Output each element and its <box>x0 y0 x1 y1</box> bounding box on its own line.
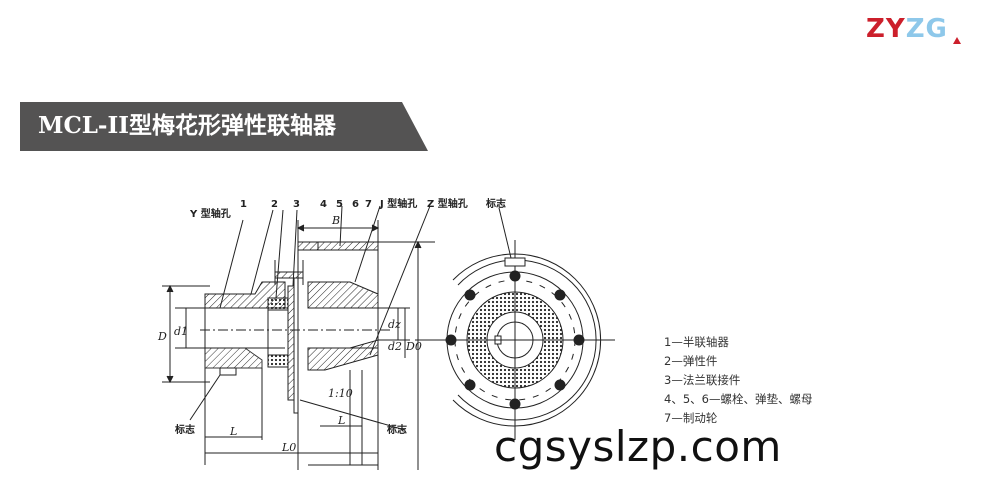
watermark-text: cgsyslzp.com <box>494 422 782 471</box>
label-mark-right: 标志 <box>386 423 407 436</box>
legend-item: 2—弹性件 <box>664 354 718 368</box>
brand-logo: ZYZG <box>866 14 961 44</box>
label-mark-top: 标志 <box>485 197 506 210</box>
title-banner: MCL-II型梅花形弹性联轴器 <box>20 102 428 151</box>
label-mark-left: 标志 <box>174 423 195 436</box>
label-part-1: 1 <box>240 199 247 210</box>
parts-legend: 1—半联轴器 2—弹性件 3—法兰联接件 4、5、6—螺栓、弹垫、螺母 7—制动… <box>664 333 812 428</box>
label-j-bore: J 型轴孔 <box>379 197 417 210</box>
logo-text-primary: ZY <box>866 14 906 44</box>
legend-item: 7—制动轮 <box>664 411 718 425</box>
label-part-4: 4 <box>320 199 327 210</box>
legend-item: 3—法兰联接件 <box>664 373 741 387</box>
label-z-bore: Z 型轴孔 <box>427 197 468 210</box>
label-part-6: 6 <box>352 199 359 210</box>
legend-item: 4、5、6—螺栓、弹垫、螺母 <box>664 392 813 406</box>
dim-dz: dz <box>388 318 401 331</box>
label-part-7: 7 <box>365 199 372 210</box>
coupling-technical-drawing: Y 型轴孔 1 2 3 4 5 6 7 J 型轴孔 Z 型轴孔 标志 标志 标志… <box>157 197 615 470</box>
dim-d0: D0 <box>405 340 422 353</box>
page-title: MCL-II型梅花形弹性联轴器 <box>38 112 337 139</box>
dim-l0: L0 <box>281 441 296 454</box>
dim-l-right: L <box>337 414 345 427</box>
dim-taper: 1:10 <box>328 387 353 400</box>
logo-text-secondary: ZG <box>905 14 948 44</box>
dim-l-left: L <box>229 425 237 438</box>
legend-item: 1—半联轴器 <box>664 335 729 349</box>
dim-b: B <box>331 214 340 227</box>
label-part-2: 2 <box>271 199 278 210</box>
dim-d1: d1 <box>174 325 188 338</box>
logo-triangle-icon <box>953 37 961 44</box>
label-part-3: 3 <box>293 199 300 210</box>
dim-d2: d2 <box>388 340 402 353</box>
dim-d: D <box>157 330 167 343</box>
label-y-bore: Y 型轴孔 <box>189 207 231 220</box>
label-part-5: 5 <box>336 199 343 210</box>
